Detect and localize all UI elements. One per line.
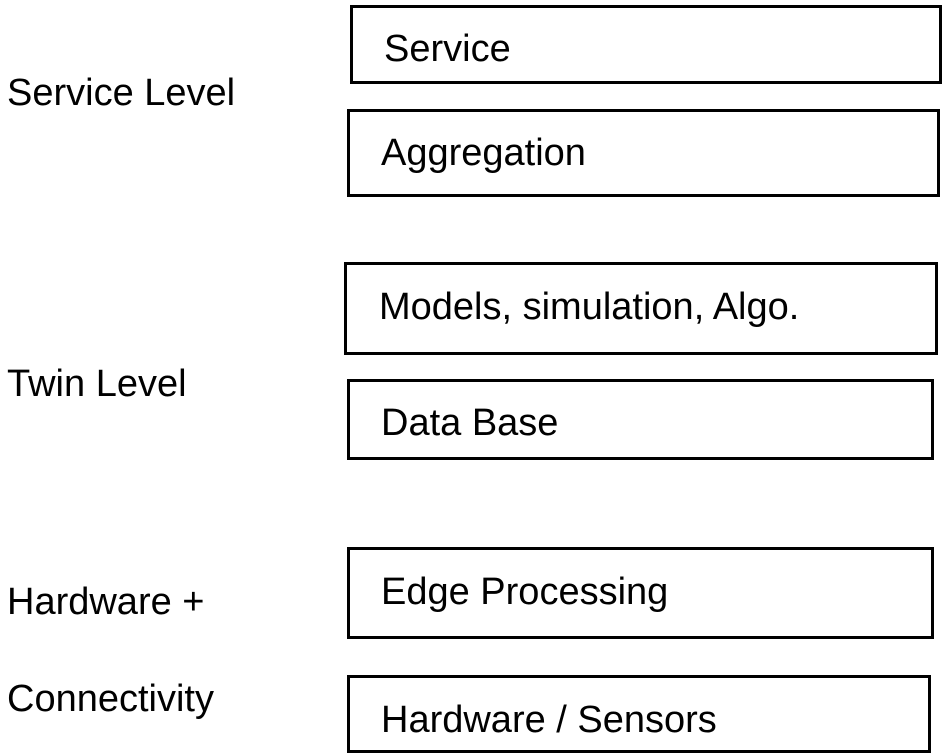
hardware-level-label-line2: Connectivity (7, 678, 214, 720)
models-box: Models, simulation, Algo. (344, 262, 938, 355)
database-box-label: Data Base (381, 402, 559, 444)
service-level-label: Service Level (7, 72, 236, 114)
service-box: Service (350, 5, 942, 84)
hardware-sensors-box: Hardware / Sensors (347, 675, 931, 753)
edge-processing-box-label: Edge Processing (381, 571, 669, 613)
aggregation-box-label: Aggregation (381, 132, 586, 174)
hardware-sensors-box-label: Hardware / Sensors (381, 699, 717, 741)
service-box-label: Service (384, 28, 511, 70)
hardware-level-label-line1: Hardware + (7, 581, 205, 623)
database-box: Data Base (347, 379, 934, 460)
twin-level-label: Twin Level (7, 363, 187, 405)
edge-processing-box: Edge Processing (347, 547, 934, 639)
aggregation-box: Aggregation (347, 109, 940, 197)
models-box-label: Models, simulation, Algo. (379, 286, 800, 328)
